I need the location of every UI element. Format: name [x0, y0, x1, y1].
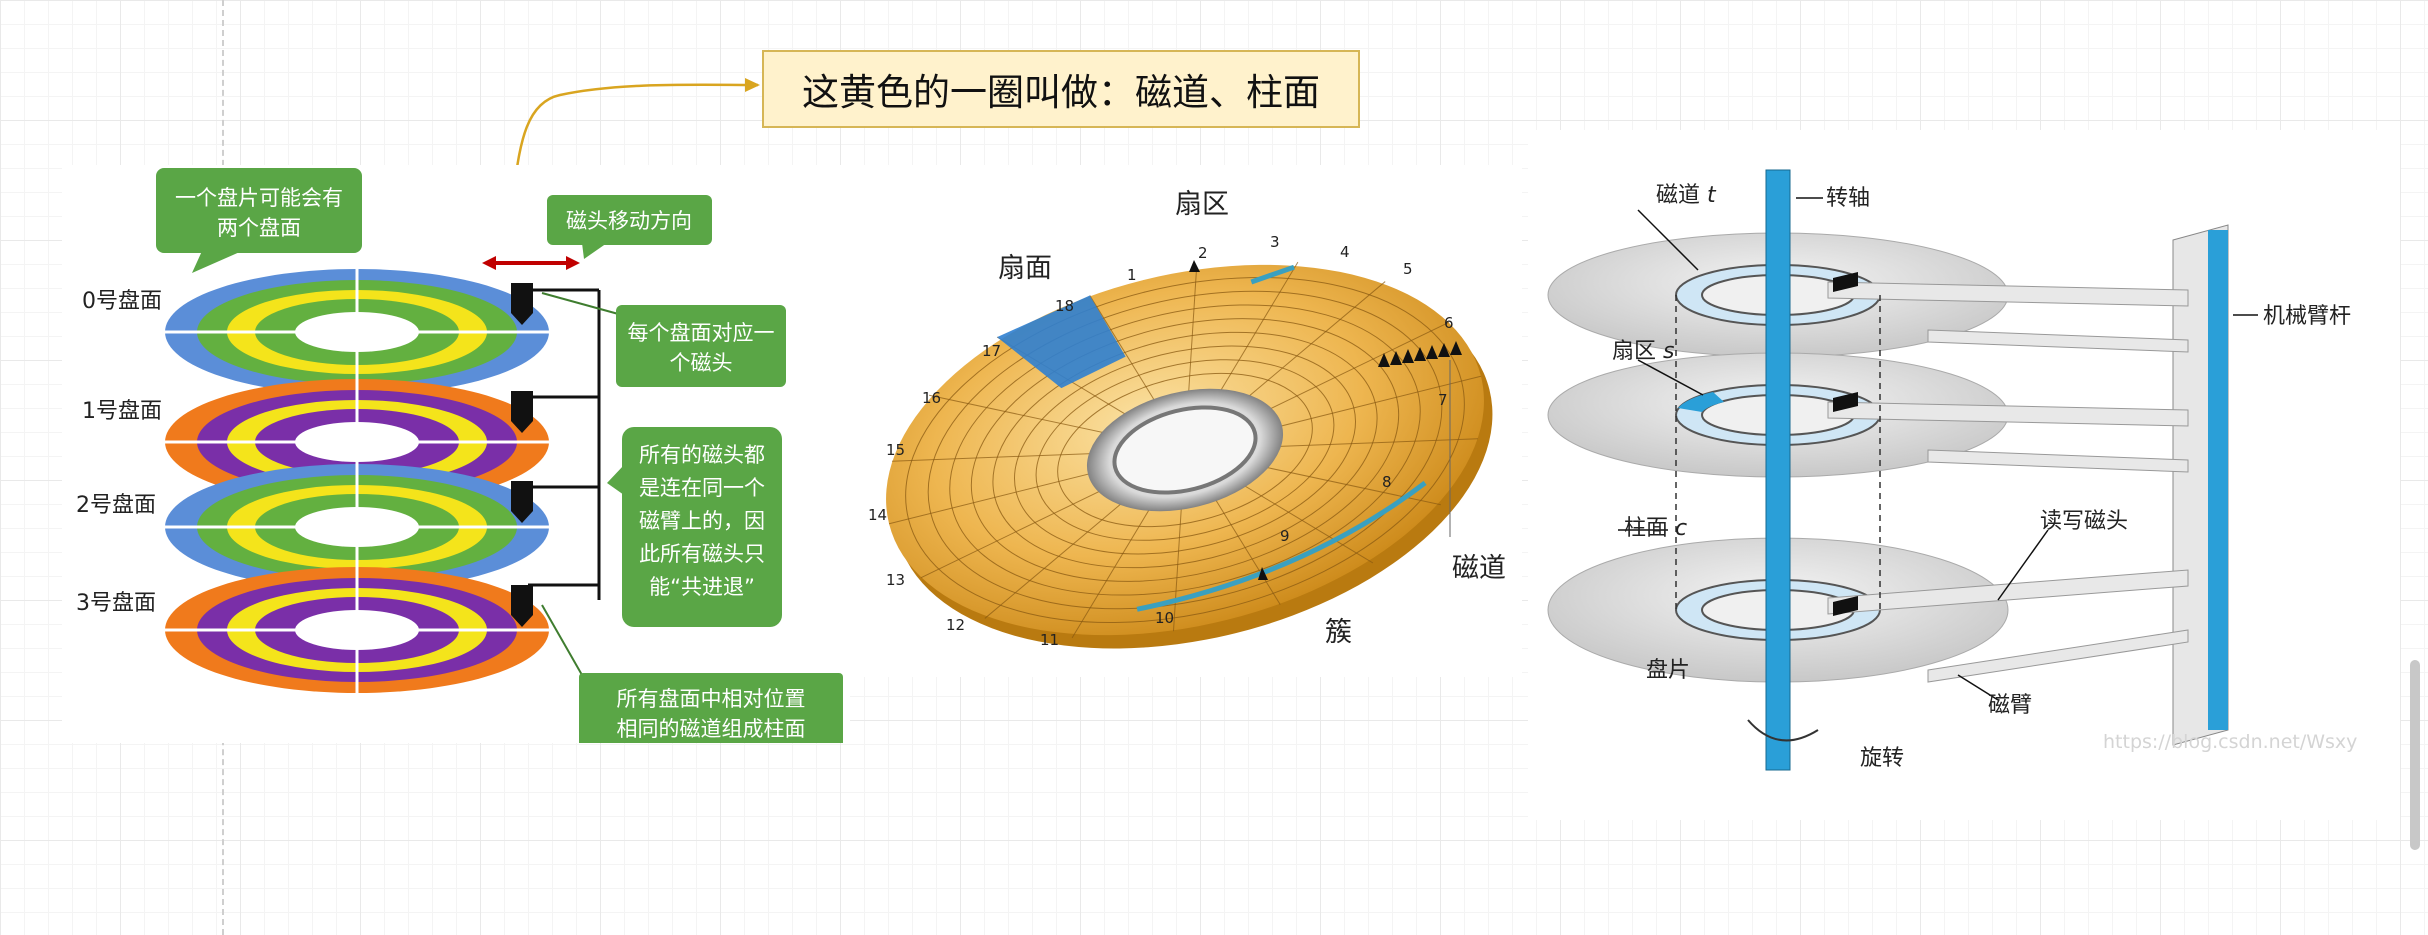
sector-face-wedge [997, 295, 1126, 389]
bubble-two-sides-line1: 一个盘片可能会有 [175, 186, 343, 210]
arm-rod [2172, 224, 2229, 746]
sector-num-9: 9 [1280, 527, 1290, 545]
bubble-cylinder-line1: 所有盘面中相对位置 [617, 687, 806, 711]
bubble-arm-line2: 是连在同一个 [639, 476, 765, 500]
connector-arrowhead [745, 78, 760, 92]
track-t-label: 磁道 t [1656, 183, 1717, 208]
cylinder-c-text: 柱面 [1624, 516, 1668, 541]
track-label: 磁道 [1452, 553, 1506, 584]
sector-num-12: 12 [946, 616, 965, 634]
vertical-scrollbar[interactable] [2410, 660, 2420, 850]
read-heads [511, 283, 533, 627]
sector-num-2: 2 [1198, 244, 1208, 262]
surface-label-1: 1号盘面 [82, 399, 162, 424]
sector-s-label: 扇区 s [1612, 339, 1674, 364]
sector-num-6: 6 [1444, 314, 1454, 332]
bubble-one-head-line2: 个磁头 [670, 351, 733, 375]
sector-area-label: 扇区 [1175, 189, 1229, 220]
sector-s-text: 扇区 [1612, 339, 1656, 364]
bubble-arm-line4: 此所有磁头只 [639, 542, 765, 566]
platter-label: 盘片 [1646, 658, 1690, 683]
sector-num-18: 18 [1055, 297, 1074, 315]
track-cylinder-callout: 这黄色的一圈叫做：磁道、柱面 [762, 50, 1360, 128]
sector-num-5: 5 [1403, 260, 1413, 278]
leader-lines [1618, 197, 2258, 701]
track-t-text: 磁道 [1656, 183, 1700, 208]
sector-num-15: 15 [886, 441, 905, 459]
cylinder-diagram: 磁道 t 转轴 机械臂杆 扇区 s 柱面 c 读写磁头 盘片 磁臂 旋转 htt… [1528, 130, 2400, 820]
sector-num-4: 4 [1340, 243, 1350, 261]
surface-label-3: 3号盘面 [76, 591, 156, 616]
sector-s-var: s [1663, 339, 1674, 364]
platter-3 [165, 567, 549, 693]
spindle-label: 转轴 [1826, 186, 1870, 211]
bubble-one-head: 每个盘面对应一 个磁头 [541, 292, 786, 387]
surface-label-0: 0号盘面 [82, 289, 162, 314]
arm-rod-label: 机械臂杆 [2263, 304, 2351, 329]
cylinder-dashes [1675, 295, 1881, 610]
sector-num-13: 13 [886, 571, 905, 589]
sector-face-label: 扇面 [998, 253, 1052, 284]
bubble-cylinder: 所有盘面中相对位置 相同的磁道组成柱面 [541, 604, 843, 743]
head-rail [528, 288, 601, 600]
bubble-shared-arm: 所有的磁头都 是连在同一个 磁臂上的，因 此所有磁头只 能“共进退” [607, 427, 782, 627]
cluster-label: 簇 [1325, 617, 1352, 648]
sector-highlight [1250, 264, 1295, 285]
rw-head-label: 读写磁头 [2040, 509, 2128, 534]
platter-stack-diagram: 0号盘面 1号盘面 2号盘面 3号盘面 一个盘片可能会有 两个盘面 磁头移动方向… [62, 165, 850, 743]
sector-num-10: 10 [1155, 609, 1174, 627]
rotate-label: 旋转 [1860, 746, 1904, 771]
head-direction-label: 磁头移动方向 [566, 209, 692, 233]
head-markers [1189, 260, 1462, 580]
cylinder-c-var: c [1675, 516, 1687, 541]
sector-num-3: 3 [1270, 233, 1280, 251]
rw-heads [1833, 272, 1858, 616]
bubble-head-direction: 磁头移动方向 [547, 195, 712, 259]
spindle [1765, 169, 1791, 771]
gold-disk-diagram: 1 2 3 4 5 6 7 8 9 10 11 12 13 14 15 16 1… [850, 165, 1522, 677]
sector-num-8: 8 [1382, 473, 1392, 491]
sector-num-11: 11 [1040, 631, 1059, 649]
surface-label-2: 2号盘面 [76, 493, 156, 518]
platter-0 [165, 269, 549, 395]
rotation-arrow [1747, 719, 1819, 742]
track-arc [1136, 480, 1427, 612]
bubble-two-sides-line2: 两个盘面 [217, 216, 301, 240]
bubble-two-sides: 一个盘片可能会有 两个盘面 [156, 168, 362, 273]
bubble-arm-line5: 能“共进退” [649, 575, 755, 599]
sector-num-16: 16 [922, 389, 941, 407]
gold-disk-svg: 1 2 3 4 5 6 7 8 9 10 11 12 13 14 15 16 1… [868, 189, 1506, 649]
bubble-arm-line1: 所有的磁头都 [639, 443, 765, 467]
disk-hub-hole [1112, 405, 1258, 495]
cylinder-c-label: 柱面 c [1624, 516, 1687, 541]
platter-stack-svg: 0号盘面 1号盘面 2号盘面 3号盘面 一个盘片可能会有 两个盘面 磁头移动方向… [76, 168, 843, 743]
watermark: https://blog.csdn.net/Wsxy [2103, 731, 2357, 753]
bubble-cylinder-line2: 相同的磁道组成柱面 [617, 717, 806, 741]
sector-numbers: 1 2 3 4 5 6 7 8 9 10 11 12 13 14 15 16 1… [868, 233, 1454, 649]
sector-num-1: 1 [1127, 266, 1137, 284]
head-direction-arrow [482, 256, 580, 270]
sector-num-14: 14 [868, 506, 887, 524]
track-t-var: t [1707, 183, 1717, 208]
sector-num-17: 17 [982, 342, 1001, 360]
arm-label: 磁臂 [1988, 693, 2032, 718]
platter-2 [165, 464, 549, 590]
cylinder-svg: 磁道 t 转轴 机械臂杆 扇区 s 柱面 c 读写磁头 盘片 磁臂 旋转 htt… [1547, 169, 2357, 771]
bubble-one-head-line1: 每个盘面对应一 [628, 321, 775, 345]
bubble-arm-line3: 磁臂上的，因 [639, 509, 765, 533]
arms [1827, 281, 2189, 683]
sector-num-7: 7 [1438, 391, 1448, 409]
